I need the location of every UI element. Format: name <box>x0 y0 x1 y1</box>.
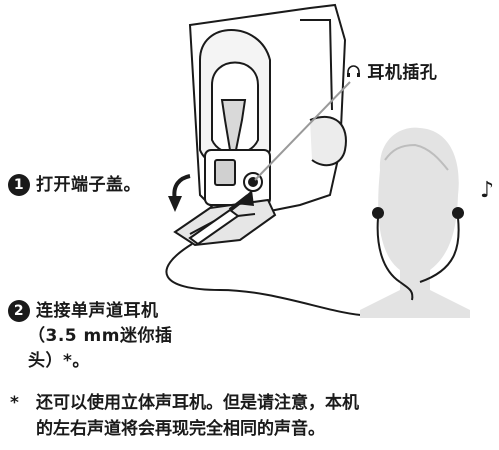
step-2-line3: 头）*。 <box>28 351 90 371</box>
step-1: 1 打开端子盖。 <box>8 174 141 196</box>
camcorder-headphone-illustration <box>165 3 470 318</box>
step-2: 2 连接单声道耳机 <box>8 300 159 322</box>
step-2-line1: 连接单声道耳机 <box>36 301 159 321</box>
leader-line <box>254 81 351 181</box>
headphone-jack-label: 耳机插孔 <box>346 58 437 83</box>
footnote-line2: 的左右声道将会再现完全相同的声音。 <box>36 419 325 439</box>
step-1-number: 1 <box>8 174 30 196</box>
music-note-icon: ♪ <box>480 178 495 203</box>
headphone-icon <box>347 65 360 77</box>
listener-head <box>360 127 470 318</box>
terminal-area <box>173 149 277 247</box>
step-2-line2: （3.5 mm迷你插 <box>28 326 173 346</box>
arrow-icon <box>168 174 254 212</box>
footnote-line1: 还可以使用立体声耳机。但是请注意，本机 <box>36 393 359 413</box>
footnote-mark: * <box>10 393 19 413</box>
step-1-text: 打开端子盖。 <box>36 175 141 195</box>
jack-label-text: 耳机插孔 <box>367 63 438 83</box>
step-2-number: 2 <box>8 300 30 322</box>
